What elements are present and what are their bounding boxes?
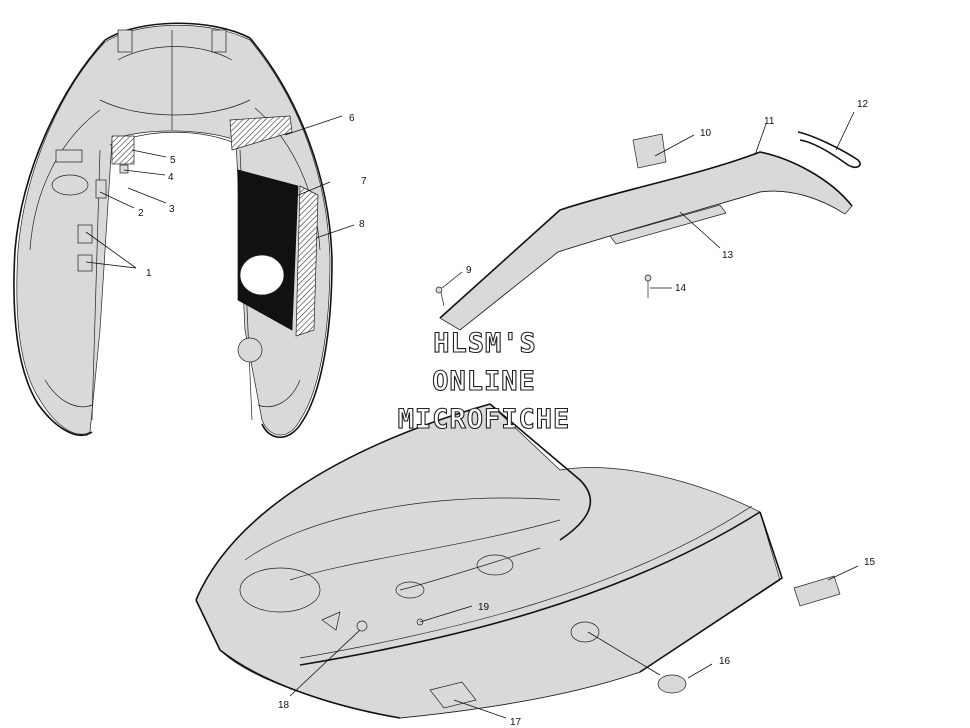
watermark-line-3: MICROFICHE (398, 404, 571, 435)
callout-5: 5 (170, 155, 176, 166)
callout-6: 6 (349, 113, 355, 124)
leader-lines (85, 111, 859, 719)
callout-9: 9 (466, 265, 472, 276)
callout-18: 18 (278, 700, 290, 711)
callout-13: 13 (722, 250, 734, 261)
callout-7: 7 (361, 176, 367, 187)
callout-4: 4 (168, 172, 174, 183)
hood-assembly (195, 403, 841, 719)
callout-11: 11 (764, 116, 775, 127)
callout-2: 2 (138, 208, 144, 219)
callout-15: 15 (864, 557, 876, 568)
hood-panel (435, 131, 861, 331)
callout-17: 17 (510, 717, 522, 728)
callout-8: 8 (359, 219, 365, 230)
callout-10: 10 (700, 128, 712, 139)
watermark-line-2: ONLINE (432, 366, 536, 397)
hood-underside (13, 22, 333, 439)
callout-19: 19 (478, 602, 490, 613)
callout-1: 1 (146, 268, 152, 279)
callout-labels: 1 2 3 4 5 6 7 8 9 10 11 12 13 14 15 16 1… (138, 99, 876, 728)
watermark: HLSM'S ONLINE MICROFICHE (397, 327, 571, 435)
watermark-line-1: HLSM'S (433, 328, 537, 359)
callout-16: 16 (719, 656, 731, 667)
callout-3: 3 (169, 204, 175, 215)
callout-12: 12 (857, 99, 869, 110)
callout-14: 14 (675, 283, 687, 294)
